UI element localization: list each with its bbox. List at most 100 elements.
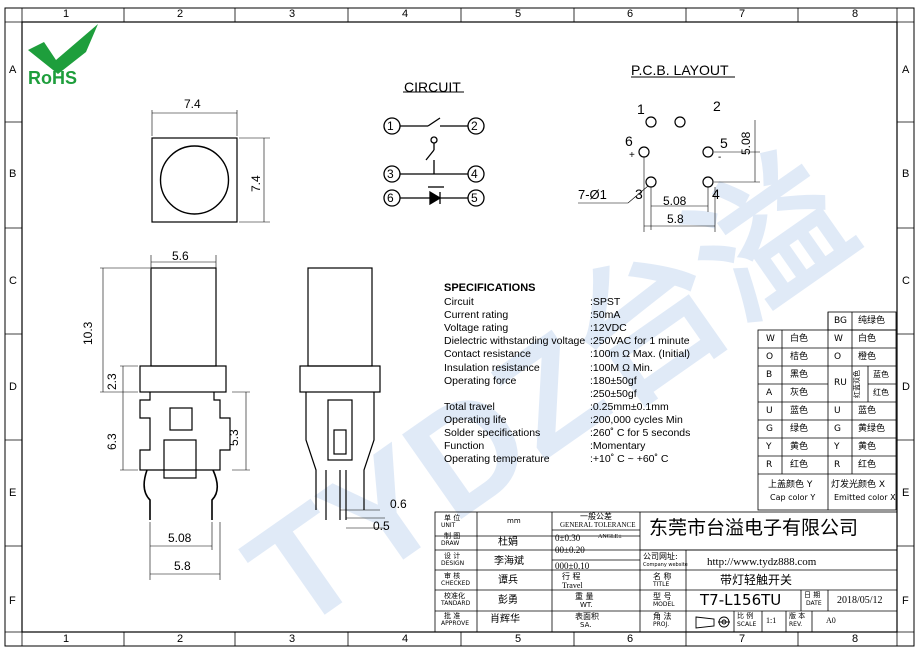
color-left-name: 红色: [790, 460, 809, 470]
frame-row-3-left: D: [9, 381, 17, 393]
tb-design-en: DESIGN: [441, 560, 465, 567]
frame-col-5-bottom: 5: [515, 633, 522, 645]
frame-row-3-right: D: [902, 381, 910, 393]
rohs-logo: RoHS: [28, 24, 98, 88]
color-left-code: Y: [766, 442, 772, 452]
tb-date-en: DATE: [806, 600, 822, 607]
tb-tol-cn: 一般公差: [580, 512, 612, 521]
tb-tol-row-2: 000±0.10: [555, 561, 590, 571]
color-left-code: G: [766, 424, 773, 434]
tb-travel-cn: 行 程: [562, 572, 581, 581]
circuit-pin-4: 4: [471, 167, 478, 181]
frame-col-6-top: 6: [627, 8, 634, 20]
pcb-dim-width: 5.8: [667, 212, 684, 226]
tb-standard-name: 彭勇: [498, 595, 518, 606]
frame-row-0-left: A: [9, 64, 17, 76]
spec-value: :250±50gf: [590, 387, 637, 400]
frame-col-1-bottom: 1: [63, 633, 70, 645]
tb-website-label-en: Company website: [643, 562, 688, 568]
frame-col-3-bottom: 3: [289, 633, 296, 645]
color-header-code: BG: [834, 316, 847, 326]
spec-value: :260˚ C for 5 seconds: [590, 427, 691, 439]
tb-proj-en: PROJ.: [653, 621, 670, 628]
tb-unit-value: mm: [507, 517, 521, 525]
frame-col-7-top: 7: [739, 8, 746, 20]
color-left-name: 黄色: [790, 442, 809, 452]
tb-tol-row-1: 00±0.20: [555, 545, 585, 555]
side-dim-pin-thickness: 0.6: [390, 497, 407, 511]
tb-title-en: TITLE: [653, 581, 670, 588]
spec-value: :200,000 cycles Min: [590, 413, 683, 426]
top-view: [151, 110, 270, 223]
tb-draw-cn: 制 图: [444, 532, 461, 540]
color-right-code: W: [834, 334, 843, 344]
tb-model-en: MODEL: [653, 601, 675, 608]
spec-value: :50mA: [590, 309, 621, 322]
tb-scale-cn: 比 例: [737, 612, 754, 620]
spec-label: Operating temperature: [444, 453, 550, 466]
frame-col-7-bottom: 7: [739, 633, 746, 645]
tb-standard-en: TANDARD: [441, 600, 471, 607]
frame-row-4-left: E: [9, 487, 17, 499]
color-left-name: 蓝色: [790, 406, 809, 416]
title-block-grid: [434, 511, 898, 633]
frame-col-2-bottom: 2: [177, 633, 184, 645]
color-right-code: O: [834, 352, 842, 362]
color-ru-sub-red: 红色: [873, 388, 889, 397]
spec-value: :12VDC: [590, 322, 627, 335]
tb-standard-cn: 校准化: [444, 592, 465, 600]
frame-row-2-right: C: [902, 275, 910, 287]
pcb-pin-6: 6: [625, 133, 633, 149]
color-left-code: O: [766, 352, 774, 362]
color-right-name: 白色: [858, 334, 877, 344]
tb-tol-en: GENERAL TOLERANCE: [560, 521, 636, 529]
tb-date-cn: 日 期: [804, 591, 821, 599]
frame-row-1-right: B: [902, 168, 910, 180]
spec-label: Current rating: [444, 309, 509, 322]
spec-label: Operating life: [444, 413, 507, 426]
spec-value: :100m Ω Max. (Initial): [590, 348, 691, 361]
color-footer-cap-cn: 上盖颜色 Y: [768, 480, 813, 490]
color-right-name: 橙色: [858, 352, 877, 362]
color-left-name: 桔色: [790, 352, 809, 362]
top-view-dim-height: 7.4: [249, 175, 263, 192]
color-right-name: 黄色: [858, 442, 877, 452]
circuit-title: CIRCUIT: [404, 79, 461, 95]
tb-approve-en: APPROVE: [441, 620, 470, 627]
spec-value: :100M Ω Min.: [590, 361, 653, 374]
frame-col-4-top: 4: [402, 8, 409, 20]
color-left-code: U: [766, 406, 773, 416]
pcb-plus: +: [629, 150, 635, 161]
side-dim-pin-width: 0.5: [373, 519, 390, 533]
tb-scale-en: SCALE: [737, 621, 757, 628]
tb-company: 东莞市台溢电子有限公司: [649, 517, 859, 539]
pcb-layout: [578, 76, 760, 232]
spec-value: :SPST: [590, 296, 621, 308]
color-left-name: 黑色: [790, 370, 809, 380]
color-right-name: 红色: [858, 460, 877, 470]
front-dim-base: 5.8: [174, 559, 191, 573]
circuit-pin-5: 5: [471, 191, 478, 205]
tb-tol-row-0: 0±0.30: [555, 533, 581, 543]
color-footer-emit-en: Emitted color X: [834, 493, 896, 502]
spec-label: Dielectric withstanding voltage: [444, 335, 586, 348]
spec-label: Circuit: [444, 296, 474, 308]
tb-wt-en: WT.: [580, 601, 593, 609]
tb-checked-cn: 审 核: [444, 572, 461, 580]
tb-unit-en: UNIT: [441, 522, 456, 529]
tb-unit-cn: 单 位: [444, 514, 461, 522]
pcb-pin-5: 5: [720, 135, 728, 151]
spec-value: :180±50gf: [590, 374, 637, 387]
frame-ticks: [5, 8, 914, 646]
tb-angle: ANGLE±: [598, 534, 622, 540]
spec-label: Solder specifications: [444, 427, 541, 439]
pcb-layout-title: P.C.B. LAYOUT: [631, 62, 729, 78]
color-left-code: R: [766, 460, 773, 470]
frame-col-3-top: 3: [289, 8, 296, 20]
tb-wt-cn: 重 量: [575, 592, 594, 601]
tb-rev-value: A0: [826, 616, 836, 625]
spec-label: Operating force: [444, 374, 517, 387]
frame-col-1-top: 1: [63, 8, 70, 20]
tb-model-value: T7-L156TU: [700, 591, 782, 609]
